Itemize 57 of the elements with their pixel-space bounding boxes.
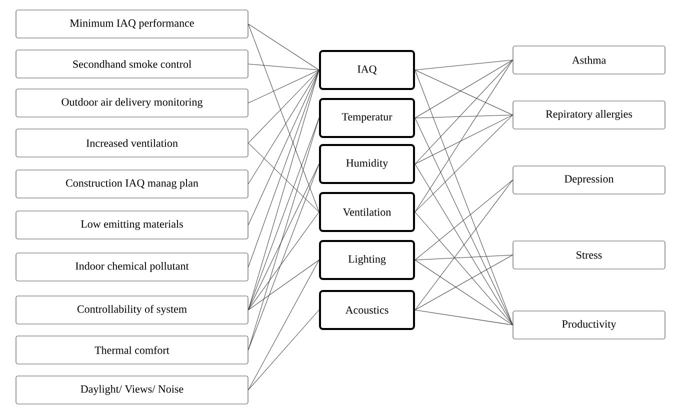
connector-line	[248, 70, 320, 268]
connector-line	[414, 164, 513, 326]
category-box: Lighting	[319, 240, 415, 280]
connector-line	[414, 118, 513, 326]
factor-box: Secondhand smoke control	[16, 50, 248, 78]
connector-line	[248, 70, 320, 184]
connector-line	[248, 70, 320, 310]
factor-box: Controllability of system	[16, 296, 248, 324]
factor-box: Indoor chemical pollutant	[16, 252, 248, 282]
category-box: IAQ	[319, 50, 415, 90]
category-box: Acoustics	[319, 290, 415, 330]
connector-line	[248, 70, 320, 144]
connector-line	[414, 114, 513, 164]
connector-line	[414, 254, 513, 310]
connector-line	[248, 142, 320, 212]
connector-line	[248, 164, 320, 350]
category-box: Humidity	[319, 144, 415, 184]
connector-line	[248, 24, 320, 70]
connector-line	[414, 180, 513, 310]
outcome-box: Repiratory allergies	[512, 100, 666, 130]
factor-box: Thermal comfort	[16, 336, 248, 364]
connector-line	[248, 24, 320, 212]
factor-box: Low emitting materials	[16, 210, 248, 240]
connector-line	[248, 164, 320, 310]
connector-line	[248, 70, 320, 104]
connector-line	[414, 60, 513, 164]
connector-line	[414, 60, 513, 70]
outcome-box: Asthma	[512, 46, 666, 74]
category-box: Ventilation	[319, 192, 415, 232]
factor-box: Increased ventilation	[16, 128, 248, 158]
connector-line	[414, 254, 513, 260]
connector-line	[414, 114, 513, 212]
connector-line	[248, 118, 320, 350]
connector-line	[248, 212, 320, 310]
connector-line	[414, 70, 513, 116]
outcome-box: Depression	[512, 166, 666, 194]
connector-line	[414, 310, 513, 326]
connector-line	[414, 180, 513, 260]
factor-box: Outdoor air delivery monitoring	[16, 88, 248, 118]
connector-line	[248, 260, 320, 390]
connector-line	[414, 60, 513, 118]
factor-box: Minimum IAQ performance	[16, 10, 248, 38]
connector-line	[248, 118, 320, 310]
connector-line	[248, 260, 320, 310]
outcome-box: Productivity	[512, 310, 666, 340]
connector-line	[248, 70, 320, 226]
outcome-box: Stress	[512, 240, 666, 270]
connector-line	[414, 260, 513, 326]
connector-line	[248, 64, 320, 70]
category-box: Temperatur	[319, 98, 415, 138]
connector-line	[414, 70, 513, 326]
connector-line	[414, 114, 513, 118]
connector-line	[414, 212, 513, 326]
factor-box: Daylight/ Views/ Noise	[16, 376, 248, 404]
connector-line	[248, 310, 320, 390]
factor-box: Construction IAQ manag plan	[16, 170, 248, 198]
connector-line	[414, 60, 513, 212]
